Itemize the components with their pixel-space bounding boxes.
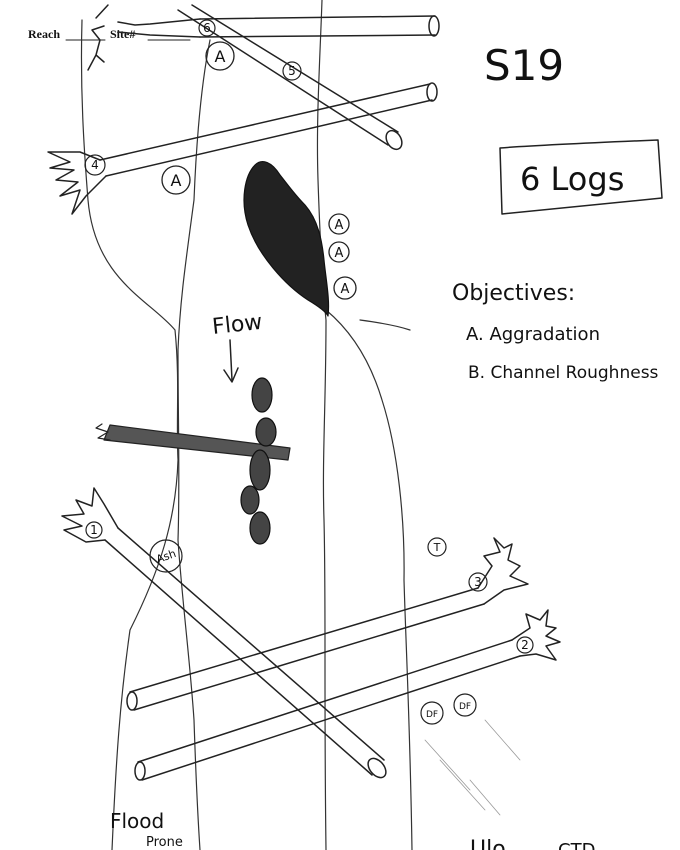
boulder — [251, 377, 273, 413]
log-number-5: 5 — [288, 64, 296, 78]
objectives-heading: Objectives: — [452, 281, 575, 306]
objective-b: B. Channel Roughness — [468, 363, 659, 383]
aggradation-markers — [161, 41, 357, 300]
log-5 — [177, 4, 403, 151]
site-id: S19 — [484, 41, 564, 90]
boulder — [240, 485, 260, 515]
flood-label: Flood — [110, 809, 164, 833]
bottom-partial-text: Ulo — [470, 837, 506, 850]
marker-df: DF — [426, 710, 438, 720]
log-3 — [126, 537, 529, 711]
log-dark-center — [95, 423, 291, 461]
objective-a: A. Aggradation — [466, 324, 600, 345]
marker-df: DF — [459, 702, 471, 712]
log-count-box — [499, 139, 663, 215]
boulders — [240, 377, 277, 545]
log-number-6: 6 — [203, 21, 211, 35]
log-number-2: 2 — [521, 638, 529, 652]
marker-a: A — [215, 47, 226, 66]
prone-label: Prone — [146, 835, 183, 850]
tree-markers — [149, 537, 477, 725]
log-1 — [61, 487, 387, 779]
marker-a: A — [171, 171, 182, 190]
marker-a: A — [335, 246, 344, 261]
log-number-markers — [84, 19, 534, 654]
log-number-3: 3 — [474, 575, 482, 589]
marker-t: T — [433, 541, 441, 554]
boulder — [249, 449, 271, 491]
boulder — [255, 417, 277, 447]
flow-label: Flow — [211, 310, 264, 340]
bank-hatching — [424, 719, 521, 816]
site-label: Site# — [110, 27, 135, 41]
log-number-1: 1 — [90, 523, 98, 537]
log-number-4: 4 — [91, 158, 99, 172]
channel-banks — [80, 0, 413, 850]
marker-ash: Ash — [154, 547, 177, 566]
boulder — [249, 511, 271, 545]
log-4 — [47, 82, 438, 215]
log-count: 6 Logs — [520, 160, 624, 198]
log-2 — [134, 609, 561, 781]
log-6 — [87, 4, 440, 71]
marker-a: A — [335, 218, 344, 233]
bottom-partial-text: CTD — [558, 840, 595, 850]
flow-arrow — [223, 339, 239, 383]
reach-label: Reach — [28, 27, 60, 41]
marker-a: A — [341, 282, 350, 297]
rootwad — [243, 161, 330, 317]
